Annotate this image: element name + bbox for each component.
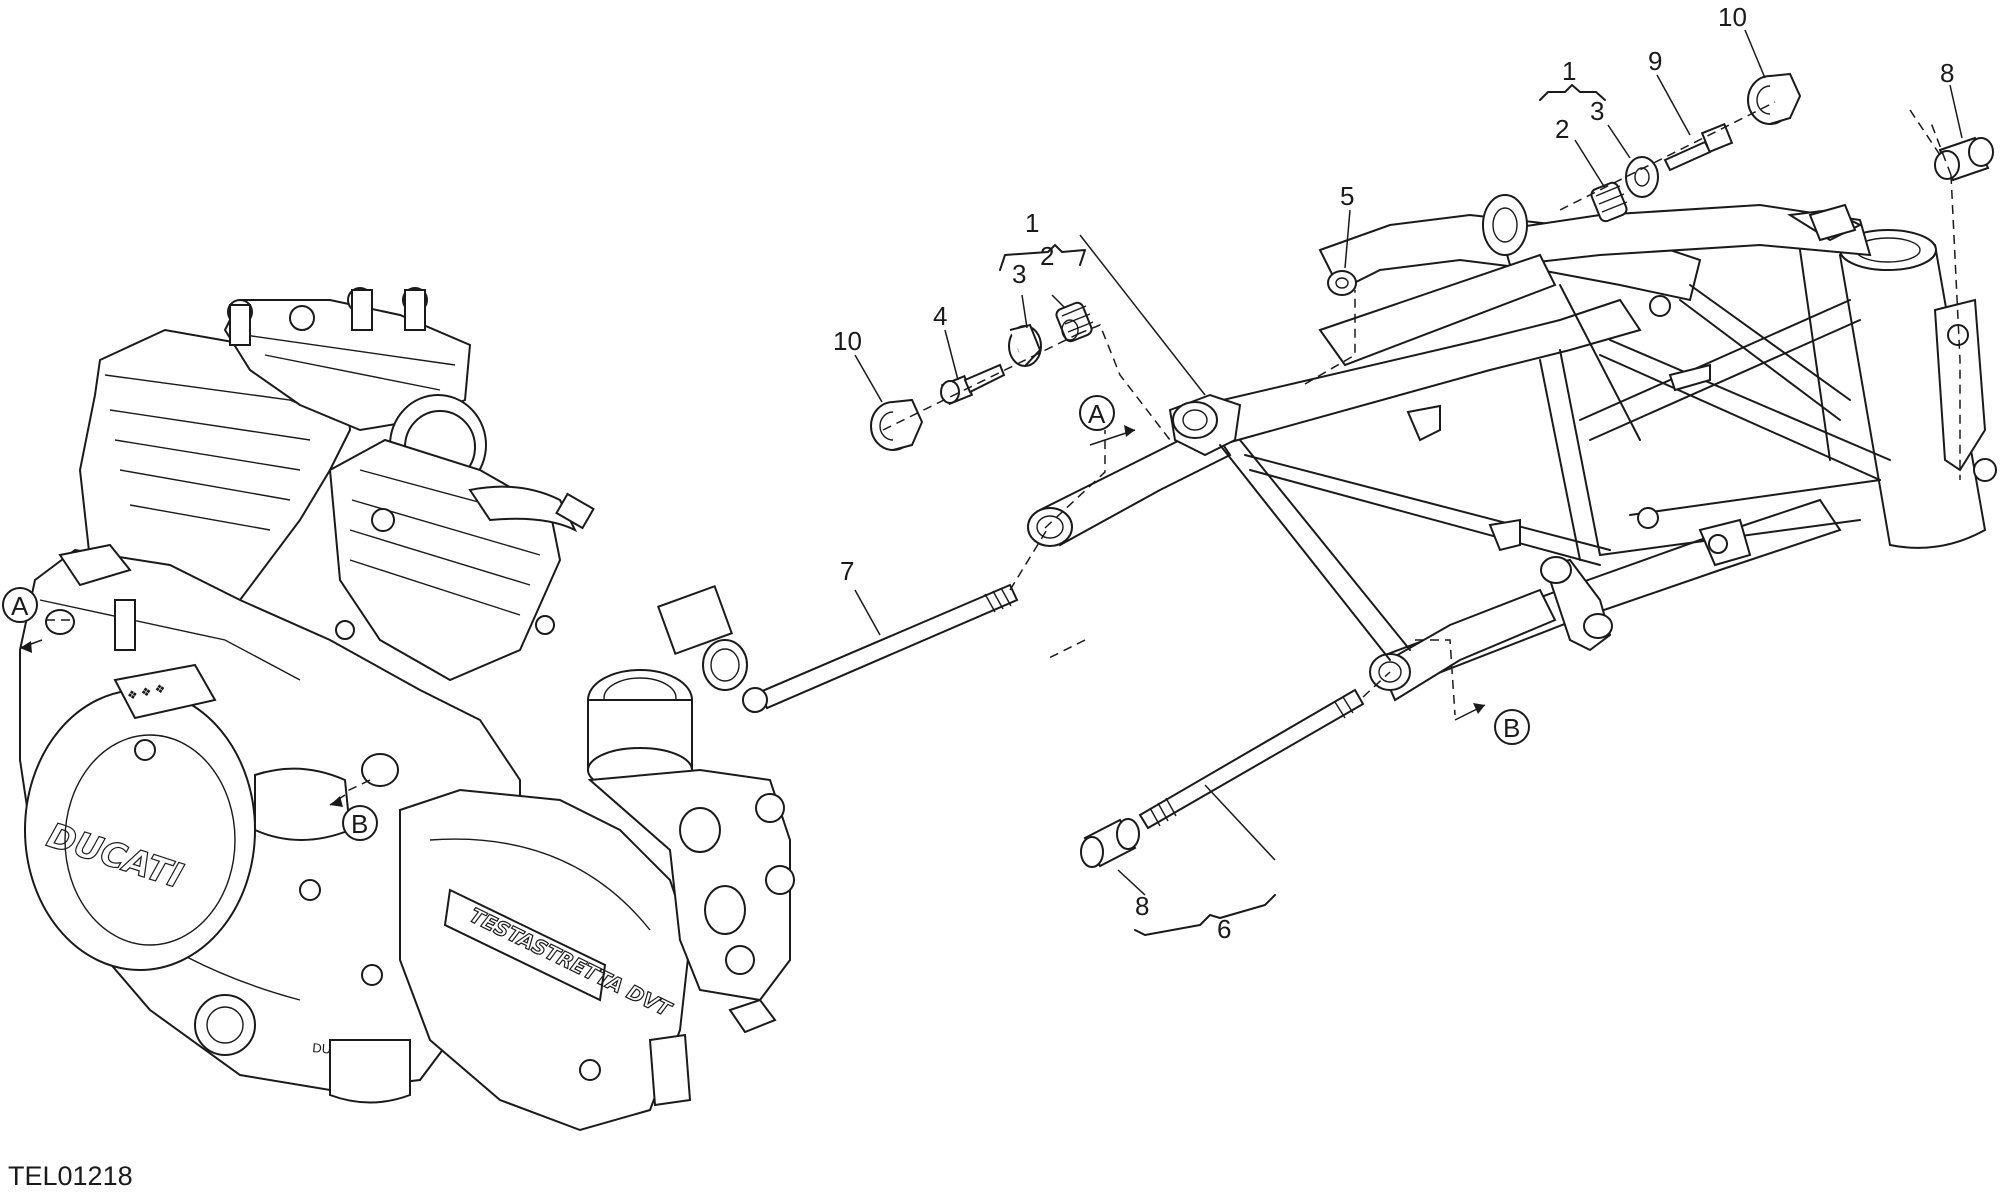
ref-a-frame: A: [1088, 399, 1106, 429]
callout-2-right: 2: [1555, 114, 1569, 144]
part-8-right-spacer: [1934, 136, 1994, 182]
callout-2-left: 2: [1040, 241, 1054, 271]
ref-a-engine: A: [11, 591, 29, 621]
callout-10-right: 10: [1718, 2, 1747, 32]
drawing-code: TEL01218: [8, 1161, 133, 1191]
assembly-axes: [40, 101, 1961, 793]
part-6-stud: [1138, 688, 1365, 830]
loose-parts: [742, 72, 1994, 868]
part-7-stud: [742, 583, 1019, 713]
reference-marks: A B A B: [2, 395, 1530, 841]
callout-7: 7: [840, 556, 854, 586]
reference-arrows: [19, 425, 1486, 807]
part-9-bolt: [1663, 122, 1734, 172]
callout-1-left: 1: [1025, 208, 1039, 238]
callout-8-right: 8: [1940, 58, 1954, 88]
part-10-left-washer: [870, 398, 924, 451]
callout-labels: 1 3 2 4 10 5 1 2 3 9 10 8 7 8 6: [833, 2, 1954, 944]
callout-8-bottom: 8: [1135, 891, 1149, 921]
part-10-right-washer: [1747, 72, 1802, 125]
callout-5: 5: [1340, 181, 1354, 211]
leader-lines: [854, 29, 1963, 936]
engine-assembly: ❖ ❖ ❖ TESTASTRETTA DVT DUCATI DUCATI: [19, 287, 795, 1132]
part-3-right-bushing: [1625, 156, 1659, 198]
ref-b-frame: B: [1503, 713, 1520, 743]
ref-b-engine: B: [351, 809, 368, 839]
callout-9: 9: [1648, 46, 1662, 76]
callout-6: 6: [1217, 914, 1231, 944]
part-4-bolt: [940, 363, 1006, 406]
callout-3-left: 3: [1012, 259, 1026, 289]
part-5-nut: [1327, 270, 1357, 296]
callout-10-left: 10: [833, 326, 862, 356]
part-2-right-rubber: [1590, 181, 1628, 223]
callout-3-right: 3: [1590, 96, 1604, 126]
callout-1-right: 1: [1562, 56, 1576, 86]
callout-4: 4: [933, 301, 947, 331]
part-8-bottom-spacer: [1080, 818, 1140, 868]
trellis-frame: [1027, 194, 1997, 702]
